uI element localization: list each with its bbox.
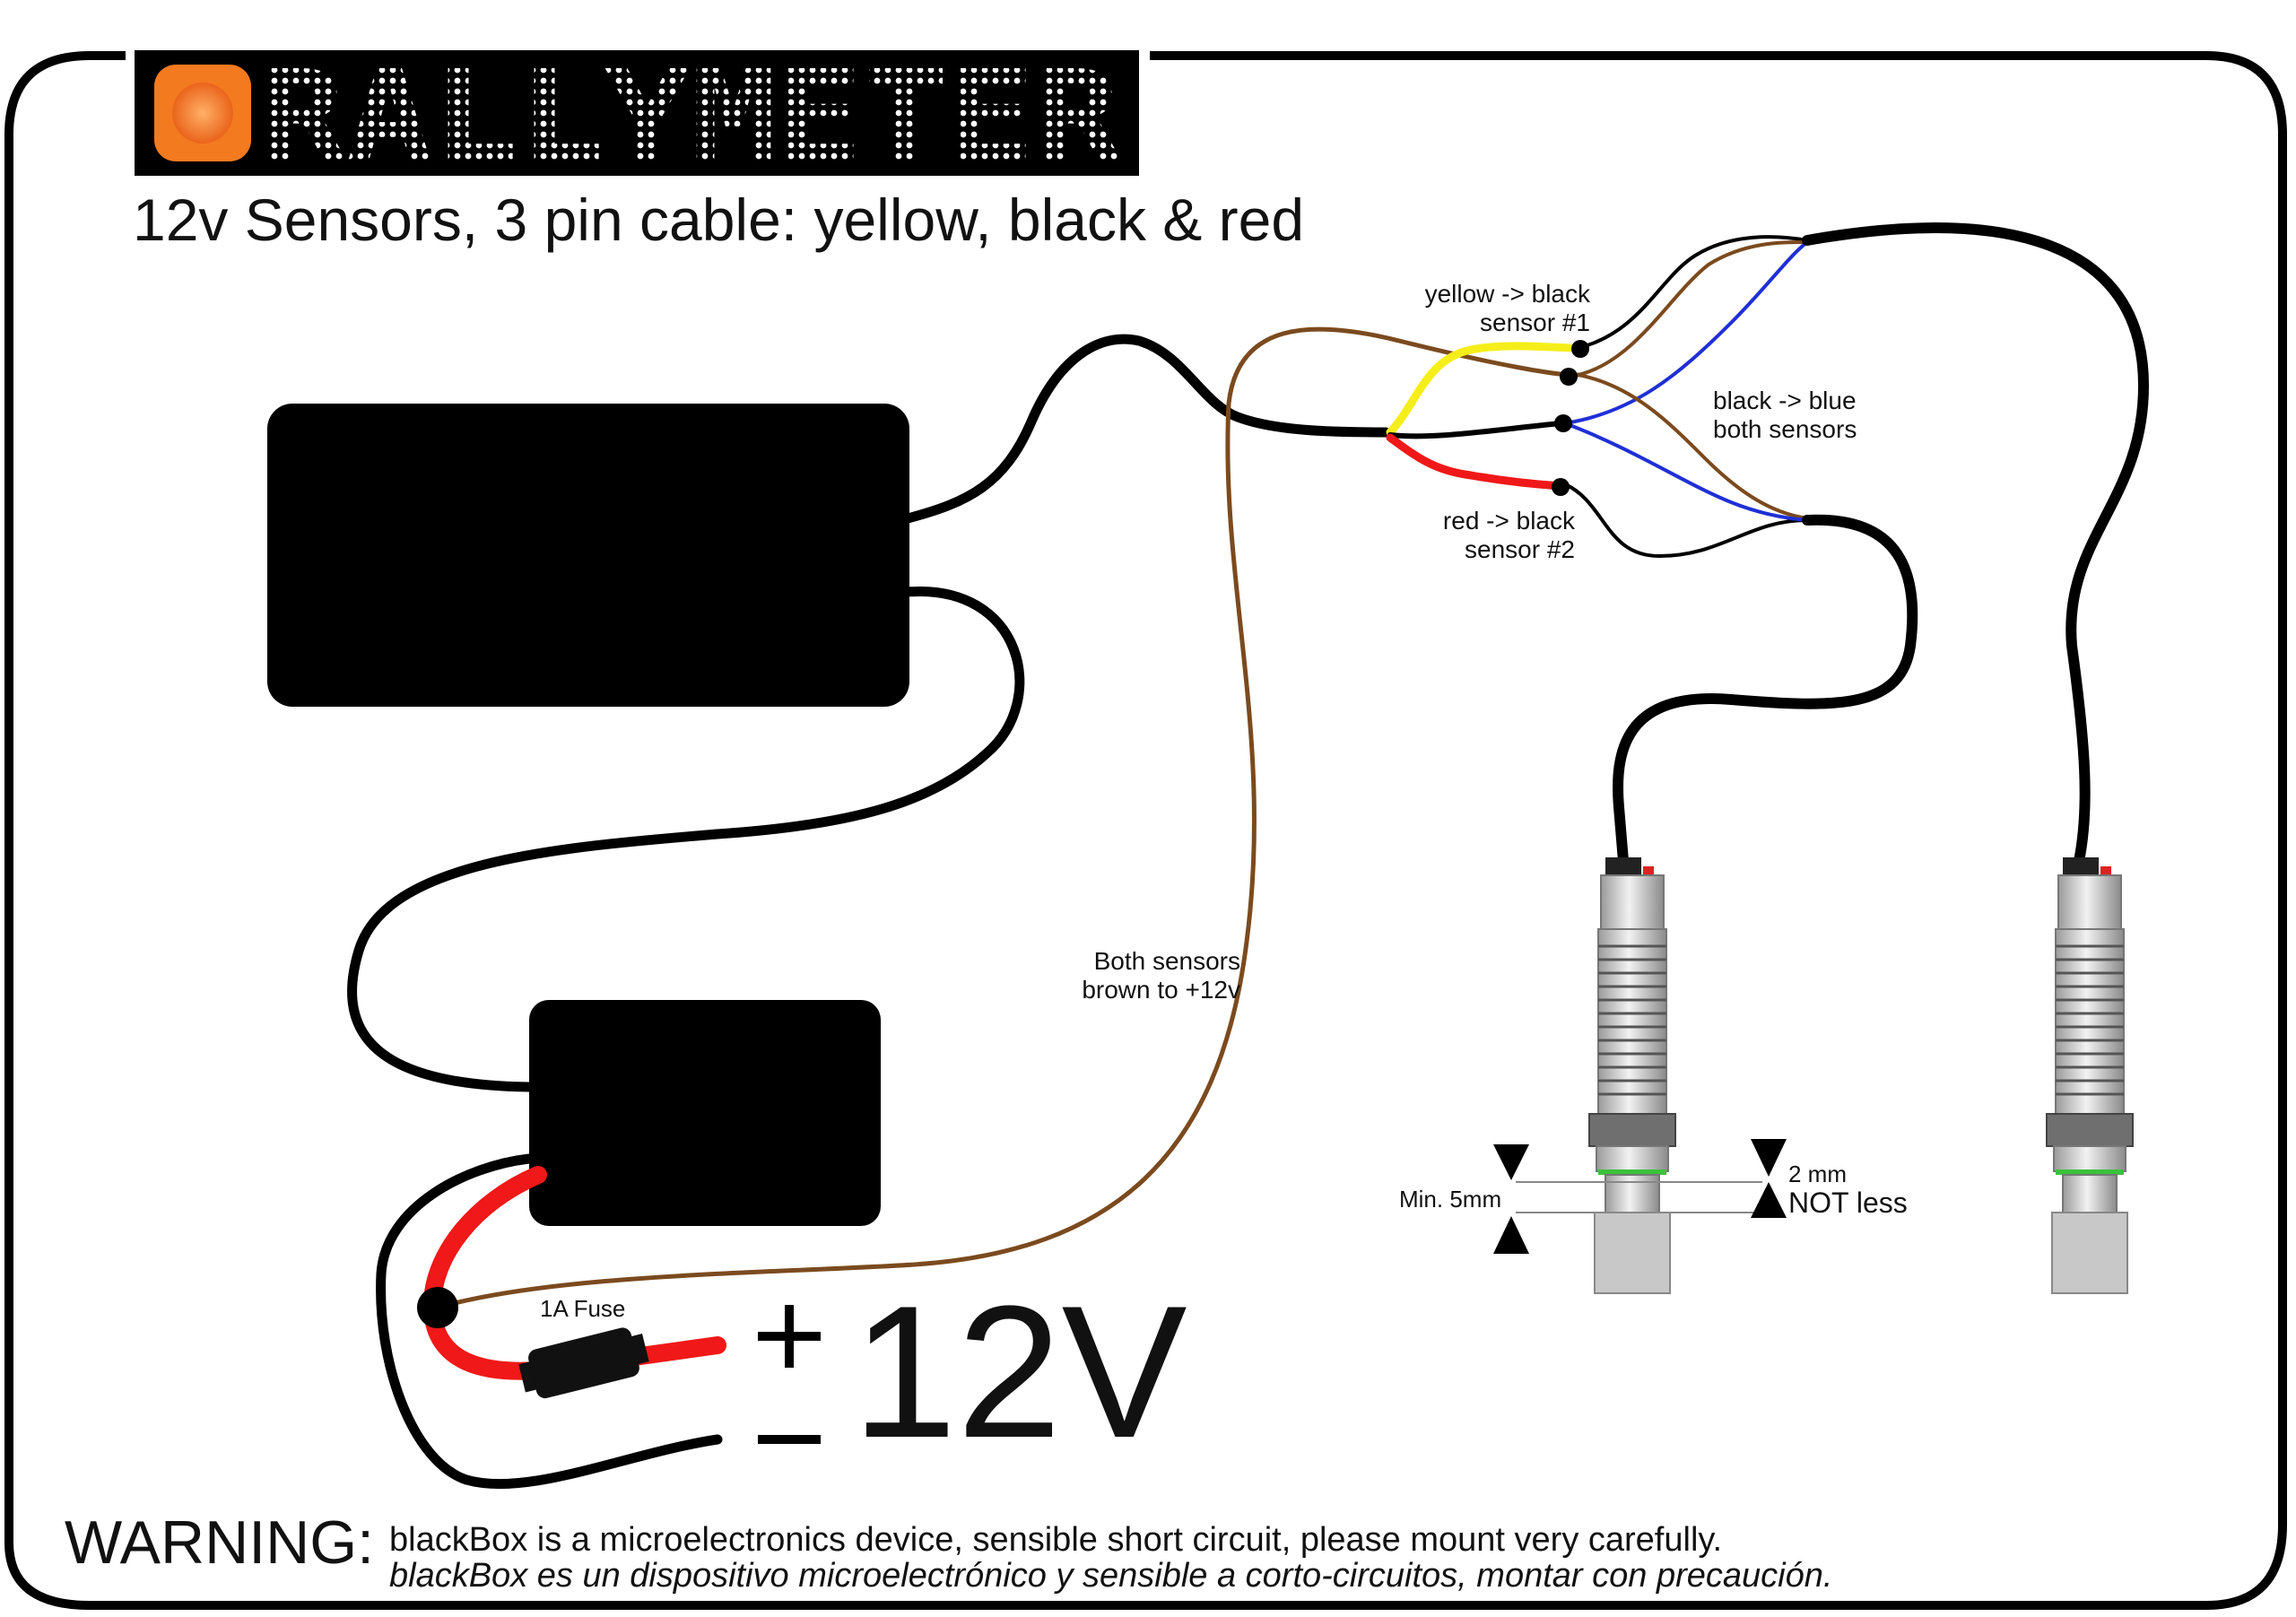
- sensor-1: [2046, 857, 2134, 1294]
- label-min-gap: Min. 5mm: [1399, 1186, 1502, 1213]
- warning-heading: WARNING:: [65, 1508, 375, 1577]
- polarity-symbols: [758, 1305, 821, 1444]
- fuse: [518, 1327, 649, 1399]
- gap-measurement: [1493, 1139, 1787, 1254]
- control-box-large: [267, 404, 909, 707]
- link-cable: [347, 587, 1025, 1092]
- page-title: 12v Sensors, 3 pin cable: yellow, black …: [133, 187, 1305, 253]
- label-black-wire: black -> blue both sensors: [1713, 387, 1857, 443]
- sensor-2: [1588, 857, 1676, 1294]
- red-wire: [1386, 433, 1565, 491]
- brand-logo: RALLYMETER: [135, 44, 1139, 190]
- label-gap-spec: 2 mm NOT less: [1788, 1161, 1908, 1219]
- splice-point: [417, 1287, 458, 1328]
- black-wire: [1387, 421, 1563, 439]
- brown-power-wire: [435, 326, 1581, 1310]
- outer-frame: [4, 51, 2287, 1610]
- control-box-small: [529, 1000, 881, 1226]
- label-red-wire: red -> black sensor #2: [1442, 507, 1575, 563]
- label-brown-wire: Both sensors brown to +12v: [1082, 947, 1240, 1004]
- sensor2-cable: [1613, 514, 1918, 866]
- ground-wire: [376, 1153, 723, 1490]
- yellow-wire: [1386, 342, 1583, 437]
- warning-spanish: blackBox es un dispositivo microelectrón…: [389, 1557, 1833, 1595]
- main-cable: [902, 334, 1391, 524]
- label-voltage: 12V: [852, 1266, 1187, 1477]
- label-yellow-wire: yellow -> black sensor #1: [1424, 280, 1590, 336]
- warning-english: blackBox is a microelectronics device, s…: [389, 1521, 1723, 1559]
- sensor1-cable: [1802, 222, 2150, 866]
- label-fuse: 1A Fuse: [540, 1295, 626, 1322]
- svg-text:RALLYMETER: RALLYMETER: [260, 44, 1122, 190]
